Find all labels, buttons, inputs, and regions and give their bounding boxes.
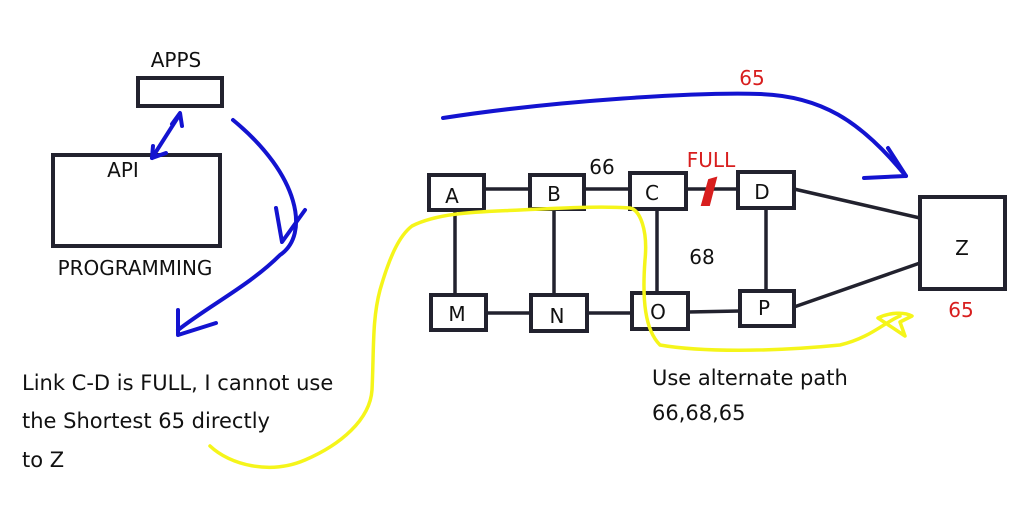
- shortest-path-arrow: [441, 91, 908, 180]
- alternate-path: [208, 205, 914, 469]
- svg-text:P: P: [758, 296, 770, 320]
- node-a[interactable]: A: [427, 173, 486, 212]
- svg-text:66,68,65: 66,68,65: [652, 401, 746, 425]
- svg-text:Use alternate path: Use alternate path: [652, 366, 848, 390]
- svg-text:to Z: to Z: [22, 448, 64, 472]
- apps-box: [136, 76, 224, 108]
- svg-text:B: B: [547, 182, 561, 206]
- network-edges: [453, 187, 922, 315]
- apps-to-note-arrow: [176, 118, 307, 337]
- left-note: Link C-D is FULL, I cannot use the Short…: [22, 371, 333, 472]
- svg-text:Link C-D is FULL, I cannot use: Link C-D is FULL, I cannot use: [22, 371, 333, 395]
- node-c[interactable]: C: [628, 171, 688, 211]
- node-n[interactable]: N: [529, 293, 589, 333]
- svg-text:the Shortest 65 directly: the Shortest 65 directly: [22, 409, 270, 433]
- node-z[interactable]: Z: [918, 195, 1007, 291]
- full-status-label: FULL: [687, 148, 736, 172]
- api-label: API: [107, 158, 139, 182]
- programming-label: PROGRAMMING: [58, 256, 213, 280]
- edge-p-z: [792, 261, 922, 309]
- cost-label-z: 65: [948, 298, 973, 322]
- apps-api-double-arrow: [150, 111, 184, 160]
- node-o[interactable]: O: [630, 291, 690, 331]
- link-full-marker: [700, 176, 718, 206]
- svg-text:Z: Z: [955, 236, 969, 260]
- svg-text:O: O: [650, 300, 666, 324]
- node-b[interactable]: B: [528, 173, 586, 211]
- svg-text:C: C: [645, 181, 659, 205]
- svg-text:D: D: [754, 180, 769, 204]
- cost-label-c-o: 68: [689, 245, 714, 269]
- edge-o-p: [686, 309, 742, 314]
- node-m[interactable]: M: [429, 293, 488, 332]
- node-p[interactable]: P: [738, 289, 796, 328]
- edge-d-z: [792, 187, 922, 220]
- svg-text:N: N: [550, 304, 565, 328]
- apps-label: APPS: [151, 48, 202, 72]
- api-programming-box: [51, 153, 222, 248]
- right-note: Use alternate path 66,68,65: [652, 366, 848, 425]
- svg-text:M: M: [448, 302, 465, 326]
- node-d[interactable]: D: [736, 170, 796, 210]
- cost-label-direct: 65: [739, 66, 764, 90]
- svg-text:A: A: [445, 184, 459, 208]
- cost-label-b-c: 66: [589, 155, 614, 179]
